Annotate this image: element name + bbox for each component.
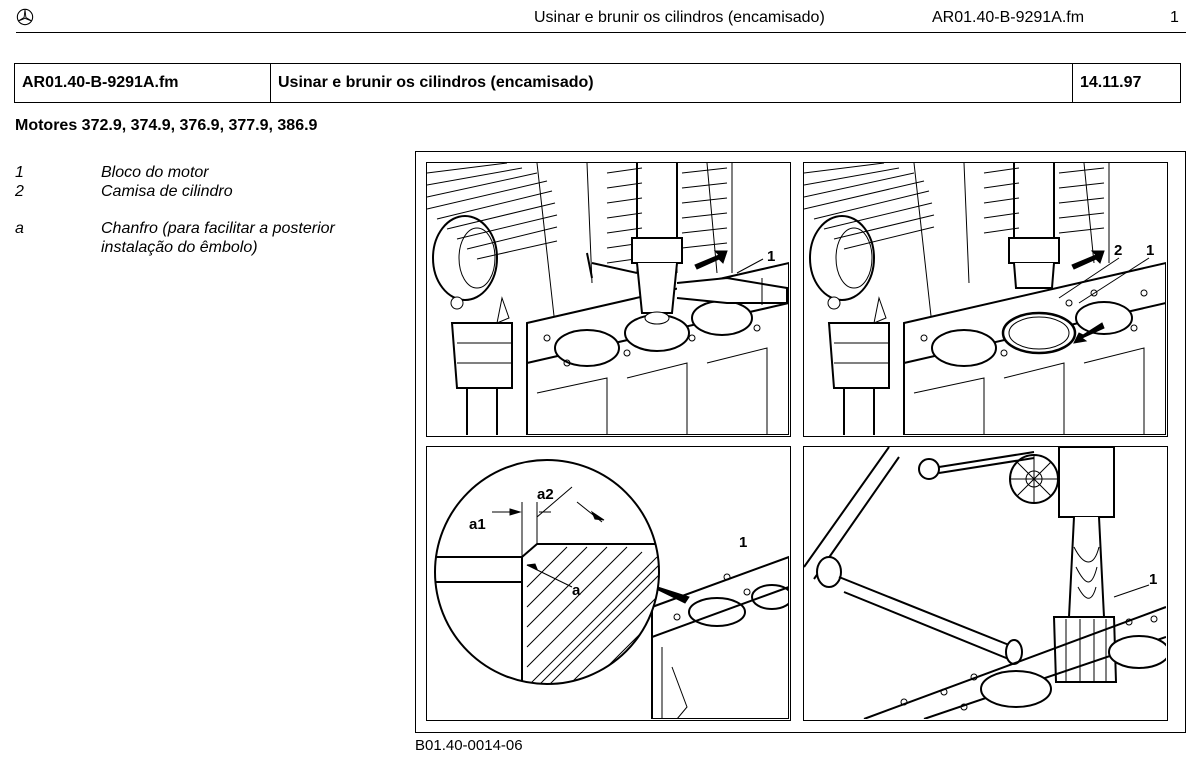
- legend-text: Chanfro (para facilitar a posterior inst…: [101, 220, 335, 256]
- dimension-a2: a2: [537, 486, 554, 503]
- info-table: AR01.40-B-9291A.fm Usinar e brunir os ci…: [14, 63, 1181, 103]
- info-doc-cell: AR01.40-B-9291A.fm: [15, 64, 271, 102]
- header-rule: [16, 32, 1186, 33]
- callout-1: 1: [739, 534, 747, 551]
- callout-2: 2: [1114, 242, 1122, 259]
- honing-machine-illustration: 1: [804, 447, 1166, 719]
- page-number: 1: [1170, 9, 1179, 26]
- legend-item: 1 Bloco do motor: [15, 163, 395, 182]
- info-date-cell: 14.11.97: [1080, 74, 1142, 91]
- callout-1: 1: [1146, 242, 1154, 259]
- legend-key: 2: [15, 183, 24, 200]
- header-title: Usinar e brunir os cilindros (encamisado…: [534, 9, 825, 26]
- callout-1: 1: [1149, 571, 1157, 588]
- figure-panel-1: 1: [426, 162, 791, 437]
- figure-panel-4: 1: [803, 446, 1168, 721]
- honing-tool-illustration: 1: [427, 163, 789, 435]
- figure-panel-2: 2 1: [803, 162, 1168, 437]
- figure-panel-3: a2 a1 a 1: [426, 446, 791, 721]
- cylinder-liner-illustration: 2 1: [804, 163, 1166, 435]
- figure-frame: 1: [415, 151, 1186, 733]
- star-logo-icon: [16, 8, 34, 26]
- figure-id: B01.40-0014-06: [415, 737, 523, 754]
- legend-key: a: [15, 220, 24, 237]
- legend-text: Camisa de cilindro: [101, 183, 233, 200]
- legend: 1 Bloco do motor 2 Camisa de cilindro a …: [15, 163, 395, 257]
- engine-models: Motores 372.9, 374.9, 376.9, 377.9, 386.…: [15, 117, 318, 134]
- legend-key: 1: [15, 164, 24, 181]
- callout-1: 1: [767, 248, 775, 265]
- legend-item: a Chanfro (para facilitar a posterior in…: [15, 219, 395, 257]
- legend-text: Bloco do motor: [101, 164, 209, 181]
- info-title-cell: Usinar e brunir os cilindros (encamisado…: [271, 64, 1073, 102]
- header-doc-id: AR01.40-B-9291A.fm: [932, 9, 1085, 26]
- page-header: Usinar e brunir os cilindros (encamisado…: [0, 0, 1200, 34]
- chamfer-detail-illustration: a2 a1 a 1: [434, 459, 789, 719]
- legend-item: 2 Camisa de cilindro: [15, 182, 395, 201]
- dimension-a1: a1: [469, 516, 486, 533]
- chamfer-label-a: a: [572, 582, 581, 599]
